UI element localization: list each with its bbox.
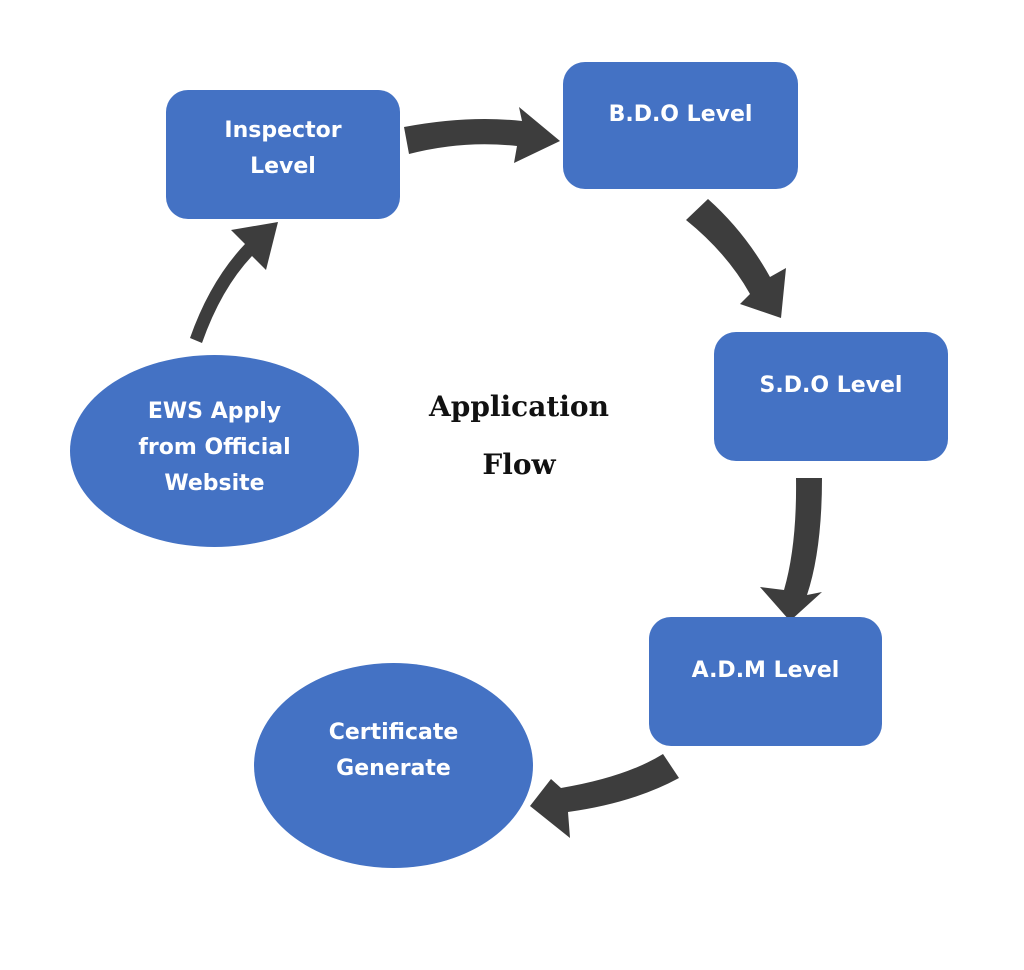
arrow-ews-to-inspector	[190, 222, 278, 343]
arrow-bdo-to-sdo	[686, 199, 786, 318]
node-adm-level: A.D.M Level	[649, 617, 882, 746]
node-bdo-label: B.D.O Level	[608, 101, 753, 127]
node-sdo-level: S.D.O Level	[714, 332, 948, 461]
node-sdo-label: S.D.O Level	[759, 372, 903, 398]
arrow-adm-to-certificate	[530, 754, 679, 838]
arrow-sdo-to-adm	[760, 478, 822, 621]
node-bdo-level: B.D.O Level	[563, 62, 798, 189]
node-adm-label: A.D.M Level	[691, 657, 840, 683]
arrow-inspector-to-bdo	[404, 107, 560, 163]
